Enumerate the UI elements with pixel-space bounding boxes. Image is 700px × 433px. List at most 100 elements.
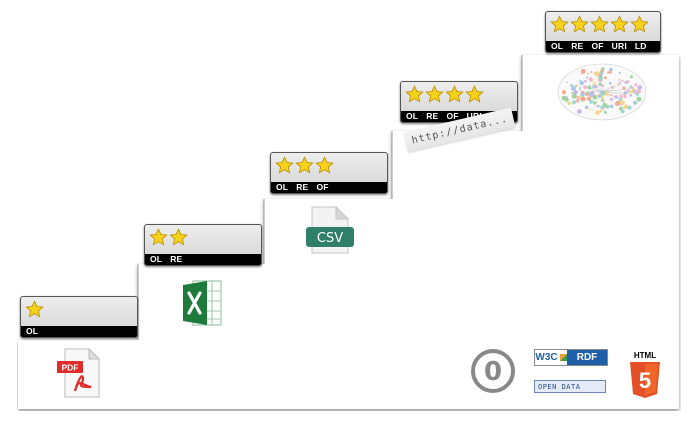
- cloud-node: [623, 104, 629, 109]
- cloud-node: [632, 91, 635, 94]
- cloud-node: [610, 94, 613, 97]
- star-icon: [149, 227, 168, 246]
- cloud-node: [588, 77, 593, 82]
- cloud-link: [601, 88, 631, 93]
- cloud-node: [630, 75, 633, 79]
- cloud-node: [621, 98, 623, 101]
- star-row: [21, 297, 137, 321]
- cc-zero-label: 0: [484, 357, 502, 387]
- cloud-node: [564, 96, 567, 99]
- star-row: [401, 82, 517, 106]
- badge-label: OL: [26, 326, 39, 336]
- star-row: [271, 153, 387, 177]
- cloud-node: [633, 89, 636, 92]
- cloud-node: [577, 109, 582, 114]
- cc-zero-icon: 0: [471, 349, 515, 393]
- cloud-node: [604, 111, 607, 114]
- cloud-node: [630, 85, 633, 88]
- cloud-node: [580, 68, 586, 74]
- badge-label: OL: [276, 182, 289, 192]
- cloud-node: [599, 72, 603, 77]
- star-icon: [405, 84, 424, 103]
- badge-label: OL: [406, 111, 419, 121]
- cloud-node: [604, 76, 607, 80]
- cloud-node: [609, 71, 612, 74]
- cloud-node: [586, 96, 591, 101]
- cloud-node: [564, 97, 569, 102]
- cloud-node: [595, 110, 600, 116]
- cloud-node: [601, 84, 604, 88]
- cloud-node: [628, 86, 631, 89]
- cloud-node: [594, 71, 600, 77]
- badge-label: RE: [170, 254, 183, 264]
- cloud-node: [600, 90, 604, 94]
- cloud-node: [570, 83, 574, 87]
- badge-label: OF: [316, 182, 329, 192]
- star-icon: [445, 84, 464, 103]
- cloud-node: [629, 93, 633, 97]
- cloud-node: [601, 67, 605, 71]
- cloud-node: [616, 96, 619, 99]
- linked-data-cloud-icon: [557, 63, 647, 121]
- cloud-node: [561, 90, 566, 95]
- star-icon: [630, 14, 649, 33]
- html-version-label: 5: [639, 368, 651, 393]
- cloud-link: [595, 78, 603, 93]
- cloud-node: [599, 109, 603, 113]
- html5-icon: HTML 5: [630, 351, 660, 398]
- cube-icon: [559, 354, 567, 361]
- cloud-node: [592, 85, 596, 89]
- excel-spreadsheet-icon: [183, 280, 222, 326]
- cloud-node: [615, 101, 620, 106]
- cloud-node: [579, 88, 581, 91]
- cloud-node: [601, 96, 604, 99]
- cloud-node: [584, 80, 587, 83]
- star-icon: [465, 84, 484, 103]
- cloud-node: [609, 67, 613, 72]
- cloud-node: [617, 83, 620, 86]
- cloud-node: [567, 101, 571, 106]
- cloud-node: [596, 104, 600, 108]
- cloud-node: [601, 99, 604, 102]
- cloud-node: [608, 81, 612, 85]
- cloud-node: [610, 97, 613, 101]
- star-icon: [590, 14, 609, 33]
- cloud-node: [624, 90, 628, 95]
- cloud-node: [575, 84, 578, 87]
- cloud-node: [621, 101, 625, 104]
- cloud-node: [580, 96, 586, 102]
- csv-file-icon: CSV: [306, 205, 354, 254]
- cloud-node: [577, 95, 581, 100]
- rdf-label: RDF: [567, 350, 607, 365]
- cloud-node: [583, 85, 588, 90]
- cloud-node: [605, 91, 609, 96]
- cloud-node: [626, 80, 630, 84]
- star-icon: [570, 14, 589, 33]
- star-icon: [425, 84, 444, 103]
- star-icon: [295, 155, 314, 174]
- cloud-node: [589, 99, 594, 104]
- cloud-node: [586, 76, 589, 79]
- cloud-node: [611, 85, 614, 89]
- cloud-node: [571, 92, 574, 95]
- star-icon: [25, 299, 44, 318]
- badge-label: LD: [634, 41, 647, 51]
- cloud-node: [571, 100, 576, 105]
- cloud-node: [580, 92, 585, 97]
- cloud-node: [635, 92, 639, 96]
- cloud-node: [600, 105, 604, 109]
- cloud-node: [587, 85, 592, 90]
- cloud-node: [634, 83, 638, 87]
- cloud-node: [636, 96, 642, 102]
- star-icon: [315, 155, 334, 174]
- cloud-node: [584, 105, 589, 110]
- cloud-node: [587, 72, 589, 75]
- badge-label: URI: [611, 41, 627, 51]
- badge-label: RE: [296, 182, 309, 192]
- cloud-node: [618, 81, 622, 85]
- badge-label: RE: [426, 111, 439, 121]
- star-row: [546, 12, 660, 36]
